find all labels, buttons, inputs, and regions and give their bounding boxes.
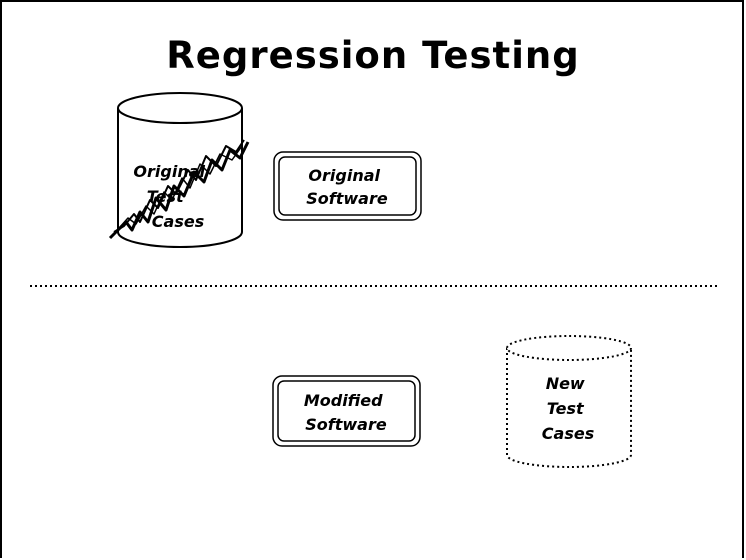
new-test-cases-node: New Test Cases: [506, 335, 632, 468]
original-test-cases-node: Original Test Cases: [108, 92, 250, 248]
new-test-cases-line-2: Test: [547, 399, 585, 418]
slide-title: Regression Testing: [166, 34, 580, 77]
original-test-cases-line-3: Cases: [152, 212, 204, 231]
original-software-label: Original Software: [306, 166, 388, 208]
new-test-cases-label: New Test Cases: [542, 374, 594, 443]
modified-software-line-1: Modified: [304, 391, 383, 410]
modified-software-label: Modified Software: [304, 391, 388, 434]
crossed-out-scribble: [108, 139, 250, 240]
new-test-cases-line-1: New: [546, 374, 585, 393]
original-software-node: Original Software: [273, 151, 422, 221]
new-test-cases-line-3: Cases: [542, 424, 594, 443]
modified-software-node: Modified Software: [272, 375, 421, 447]
modified-software-line-2: Software: [305, 415, 387, 434]
original-software-line-1: Original: [308, 166, 380, 185]
original-test-cases-line-1: Original: [133, 162, 205, 181]
original-software-line-2: Software: [306, 189, 388, 208]
